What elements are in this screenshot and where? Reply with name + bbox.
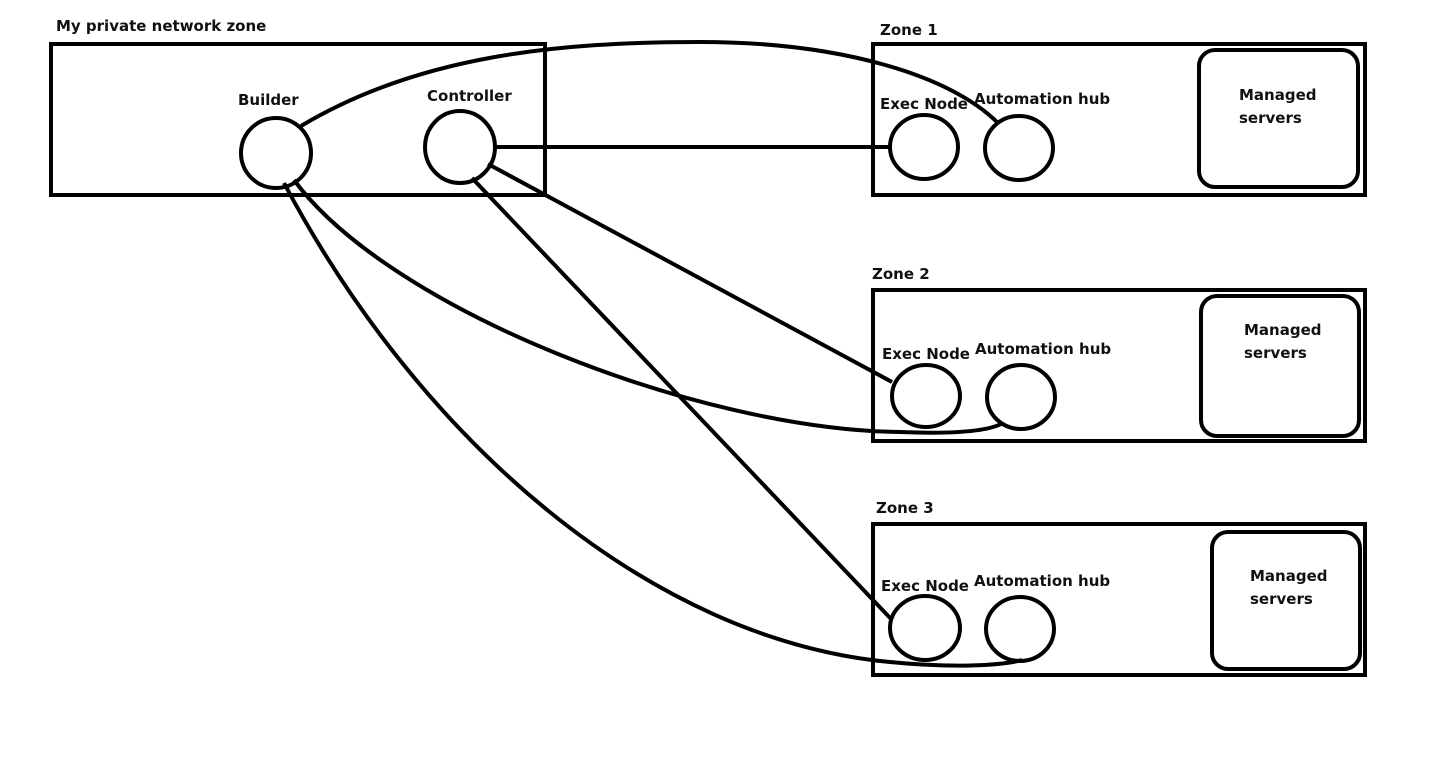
- connection-builder-zone2-hub: [292, 178, 1002, 435]
- connection-builder-zone1-hub: [299, 39, 1000, 128]
- connection-builder-zone3-hub: [282, 182, 1023, 668]
- zone-2-exec-node: [890, 363, 962, 429]
- zone-3-exec-node: [888, 594, 962, 662]
- zone-1-exec-node-label: Exec Node: [880, 95, 968, 113]
- zone-2-box: [871, 288, 1367, 443]
- zone-2-title: Zone 2: [872, 265, 930, 283]
- zone-3-title: Zone 3: [876, 499, 934, 517]
- builder-node: [239, 116, 313, 190]
- zone-1-title: Zone 1: [880, 21, 938, 39]
- zone-1-automation-hub-node: [983, 114, 1055, 182]
- zone-2-managed-servers-box: [1199, 294, 1361, 438]
- connection-controller-zone2-exec: [487, 162, 893, 384]
- zone-3-managed-servers-box: [1210, 530, 1362, 671]
- zone-3-managed-servers-label: Managed servers: [1250, 567, 1328, 608]
- zone-1-box: [871, 42, 1367, 197]
- builder-label: Builder: [238, 91, 299, 109]
- zone-2-managed-servers-label: Managed servers: [1244, 321, 1322, 362]
- zone-1-managed-servers-label: Managed servers: [1239, 86, 1317, 127]
- zone-3-automation-hub-node: [984, 595, 1056, 663]
- controller-label: Controller: [427, 87, 512, 105]
- controller-node: [423, 109, 497, 185]
- private-zone-title: My private network zone: [56, 17, 267, 35]
- connection-controller-zone3-exec: [470, 176, 894, 622]
- zone-1-exec-node: [888, 113, 960, 181]
- zone-1-automation-hub-label: Automation hub: [974, 90, 1111, 108]
- zone-3-exec-node-label: Exec Node: [881, 577, 969, 595]
- zone-1-managed-servers-box: [1197, 48, 1360, 189]
- zone-2-exec-node-label: Exec Node: [882, 345, 970, 363]
- zone-2-automation-hub-node: [985, 363, 1057, 431]
- zone-2-automation-hub-label: Automation hub: [975, 340, 1112, 358]
- private-zone-box: [49, 42, 547, 197]
- zone-3-automation-hub-label: Automation hub: [974, 572, 1111, 590]
